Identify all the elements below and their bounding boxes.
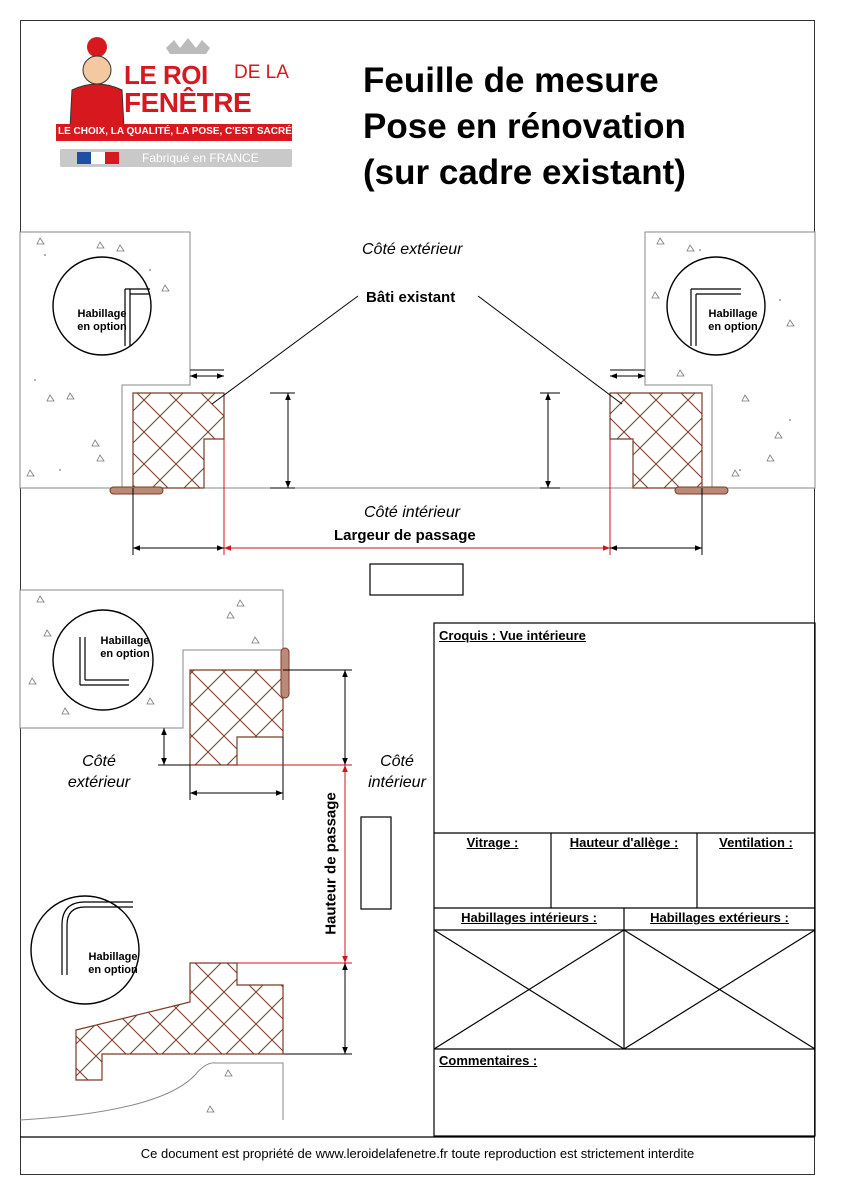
trim-left-line-1: Habillage (77, 308, 127, 320)
interior-trim-label: Habillages intérieurs : (461, 910, 597, 925)
trim-circle-left (52, 256, 152, 356)
trim-side-bottom-label: Habillage en option (73, 951, 153, 977)
height-value-box (360, 816, 392, 910)
sketch-label: Croquis : Vue intérieure (439, 628, 586, 643)
logo-made-in: Fabriqué en FRANCE (142, 151, 259, 165)
footer-copyright: Ce document est propriété de www.leroide… (140, 1146, 695, 1161)
title-line-1: Feuille de mesure (363, 61, 659, 100)
trim-side-bottom-line-1: Habillage (88, 951, 138, 963)
trim-circle-side-bottom (30, 895, 140, 1005)
glazing-label: Vitrage : (466, 835, 519, 850)
existing-frame-right (609, 392, 703, 489)
side-exterior-line-2: extérieur (67, 774, 131, 791)
trim-right-label: Habillage en option (693, 308, 773, 334)
trim-side-top-line-1: Habillage (100, 635, 150, 647)
title-line-3: (sur cadre existant) (363, 153, 686, 192)
brand-logo (56, 37, 292, 167)
trim-side-bottom-line-2: en option (88, 964, 138, 976)
sill-height-label: Hauteur d'allège : (569, 835, 679, 850)
side-interior-label: Côté intérieur (362, 751, 432, 793)
interior-side-label: Côté intérieur (364, 504, 461, 521)
trim-circle-right (666, 256, 766, 356)
page-title: Feuille de mesure Pose en rénovation (su… (363, 58, 686, 196)
trim-left-line-2: en option (77, 321, 127, 333)
trim-side-top-label: Habillage en option (85, 635, 165, 661)
logo-fenetre: FENÊTRE (124, 87, 252, 118)
trim-left-label: Habillage en option (62, 308, 142, 334)
trim-right-line-1: Habillage (708, 308, 758, 320)
side-interior-line-2: intérieur (368, 774, 426, 791)
existing-frame-label: Bâti existant (366, 289, 456, 306)
logo-de-la: DE LA (234, 62, 289, 83)
side-interior-line-1: Côté (380, 753, 414, 770)
title-line-2: Pose en rénovation (363, 107, 686, 146)
trim-side-top-line-2: en option (100, 648, 150, 660)
side-view-section (19, 589, 392, 1121)
trim-right-line-2: en option (708, 321, 758, 333)
top-view-section (19, 231, 816, 596)
side-exterior-label: Côté extérieur (60, 751, 138, 793)
frame-head (189, 669, 284, 766)
exterior-trim-label: Habillages extérieurs : (650, 910, 789, 925)
measurement-form (20, 622, 816, 1138)
height-label: Hauteur de passage (322, 792, 340, 935)
width-value-box (369, 563, 464, 596)
width-label: Largeur de passage (334, 527, 476, 544)
logo-le-roi: LE ROI (124, 60, 208, 90)
logo-tagline: LE CHOIX, LA QUALITÉ, LA POSE, C'EST SAC… (58, 126, 298, 137)
side-exterior-line-1: Côté (82, 753, 116, 770)
exterior-side-label: Côté extérieur (362, 241, 463, 258)
sill-section (75, 962, 284, 1081)
ventilation-label: Ventilation : (719, 835, 793, 850)
comments-label: Commentaires : (439, 1053, 538, 1068)
existing-frame-left (132, 392, 225, 489)
